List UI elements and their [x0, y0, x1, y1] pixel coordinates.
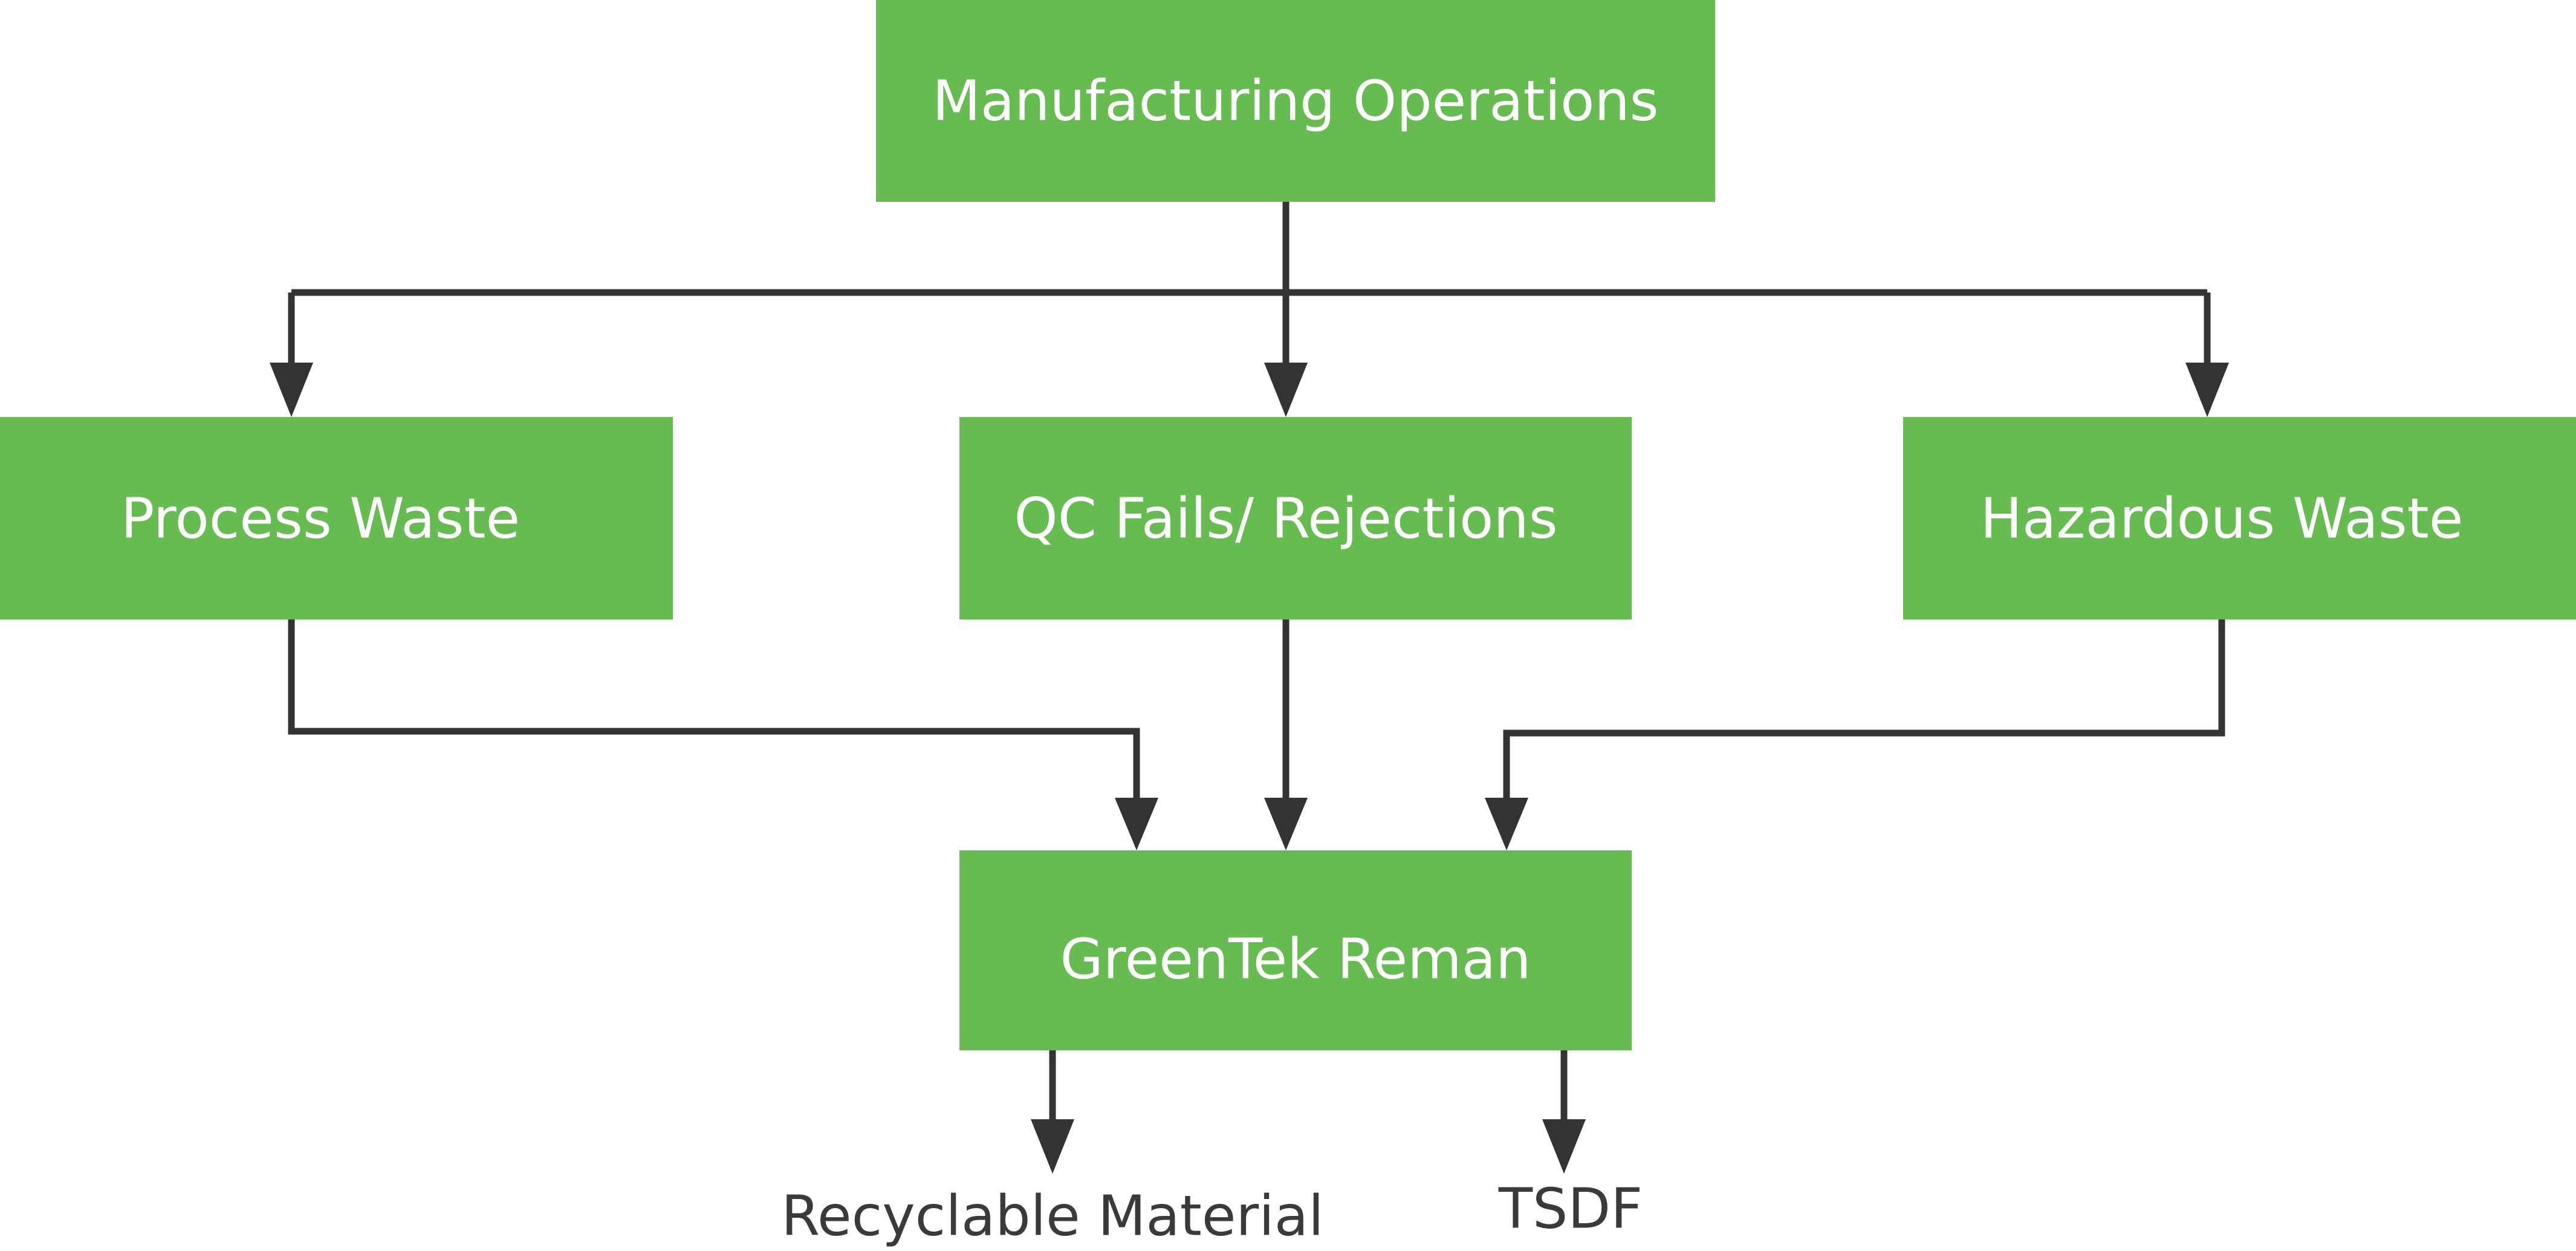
box-qc-fails — [959, 417, 1632, 619]
node-greentek-reman: GreenTek Reman — [959, 850, 1632, 1050]
node-hazardous-waste: Hazardous Waste — [1903, 417, 2576, 619]
arrow-qc-fails-to-greentek — [1264, 798, 1308, 850]
arrow-to-recyclable — [1031, 1119, 1074, 1174]
label-manufacturing-operations: Manufacturing Operations — [932, 69, 1658, 134]
label-recyclable-material: Recyclable Material — [781, 1184, 1324, 1249]
box-manufacturing-operations — [876, 0, 1715, 202]
connectors — [270, 202, 2229, 1174]
arrow-hazardous-waste-to-greentek — [1485, 798, 1528, 850]
box-greentek-reman — [959, 850, 1632, 1050]
edge-process-waste-to-greentek — [288, 619, 1140, 804]
arrow-to-process-waste — [270, 363, 313, 417]
label-process-waste: Process Waste — [121, 486, 520, 551]
node-manufacturing-operations: Manufacturing Operations — [876, 0, 1715, 202]
label-greentek-reman: GreenTek Reman — [1060, 927, 1531, 992]
arrow-to-qc-fails — [1264, 363, 1308, 417]
node-process-waste: Process Waste — [0, 417, 673, 619]
arrow-to-hazardous-waste — [2185, 363, 2229, 417]
arrow-process-waste-to-greentek — [1115, 798, 1158, 850]
box-hazardous-waste — [1903, 417, 2576, 619]
label-qc-fails: QC Fails/ Rejections — [1014, 486, 1557, 551]
node-qc-fails: QC Fails/ Rejections — [959, 417, 1632, 619]
label-hazardous-waste: Hazardous Waste — [1981, 486, 2464, 551]
edge-hazardous-waste-to-greentek — [1503, 619, 2225, 804]
arrow-to-tsdf — [1542, 1119, 1586, 1174]
label-tsdf: TSDF — [1498, 1177, 1643, 1241]
box-process-waste — [0, 417, 673, 619]
